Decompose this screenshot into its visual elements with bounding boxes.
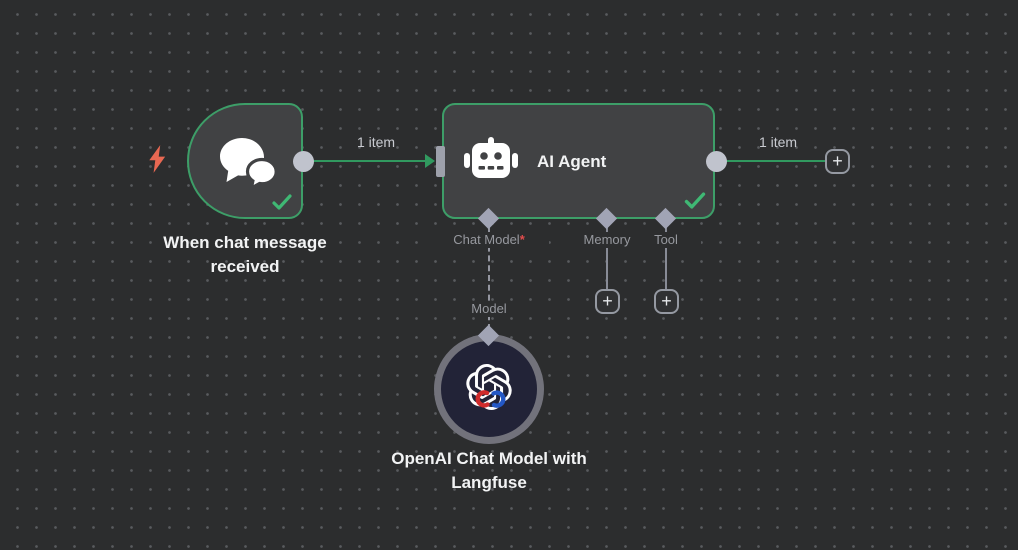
- required-asterisk: *: [519, 232, 525, 247]
- add-tool-button[interactable]: +: [654, 289, 679, 314]
- connection-arrowhead: [425, 154, 435, 168]
- memory-stub-line: [606, 226, 608, 290]
- trigger-bolt-icon: [146, 144, 168, 174]
- agent-node-title: AI Agent: [537, 152, 607, 171]
- add-memory-button[interactable]: +: [595, 289, 620, 314]
- model-node-label: OpenAI Chat Model with Langfuse: [391, 449, 587, 492]
- connection-items-count: 1 item: [356, 134, 396, 150]
- tool-stub-line: [665, 226, 667, 290]
- openai-logo-icon: [466, 364, 512, 411]
- model-connection-label: Model: [449, 301, 529, 317]
- connection-trigger-to-agent[interactable]: [312, 160, 426, 162]
- connection-items-count: 1 item: [758, 134, 798, 150]
- agent-input-port[interactable]: [436, 146, 445, 177]
- chat-model-port-label: Chat Model*: [429, 232, 549, 248]
- memory-port-label: Memory: [567, 232, 647, 248]
- node-openai-chat-model[interactable]: [434, 334, 544, 444]
- agent-success-check-icon: [684, 192, 706, 214]
- connection-agent-output[interactable]: [725, 160, 826, 162]
- trigger-output-port[interactable]: [293, 151, 314, 172]
- connection-model-to-agent[interactable]: [488, 226, 490, 330]
- trigger-success-check-icon: [272, 194, 292, 215]
- tool-port-label: Tool: [631, 232, 701, 248]
- chat-model-label-text: Chat Model: [453, 232, 520, 247]
- add-next-node-button[interactable]: +: [825, 149, 850, 174]
- trigger-node-label: When chat message received: [163, 233, 327, 276]
- chat-bubbles-icon: [218, 136, 278, 192]
- agent-output-port[interactable]: [706, 151, 727, 172]
- langfuse-badge-icon: [474, 389, 507, 409]
- robot-icon: [464, 137, 518, 187]
